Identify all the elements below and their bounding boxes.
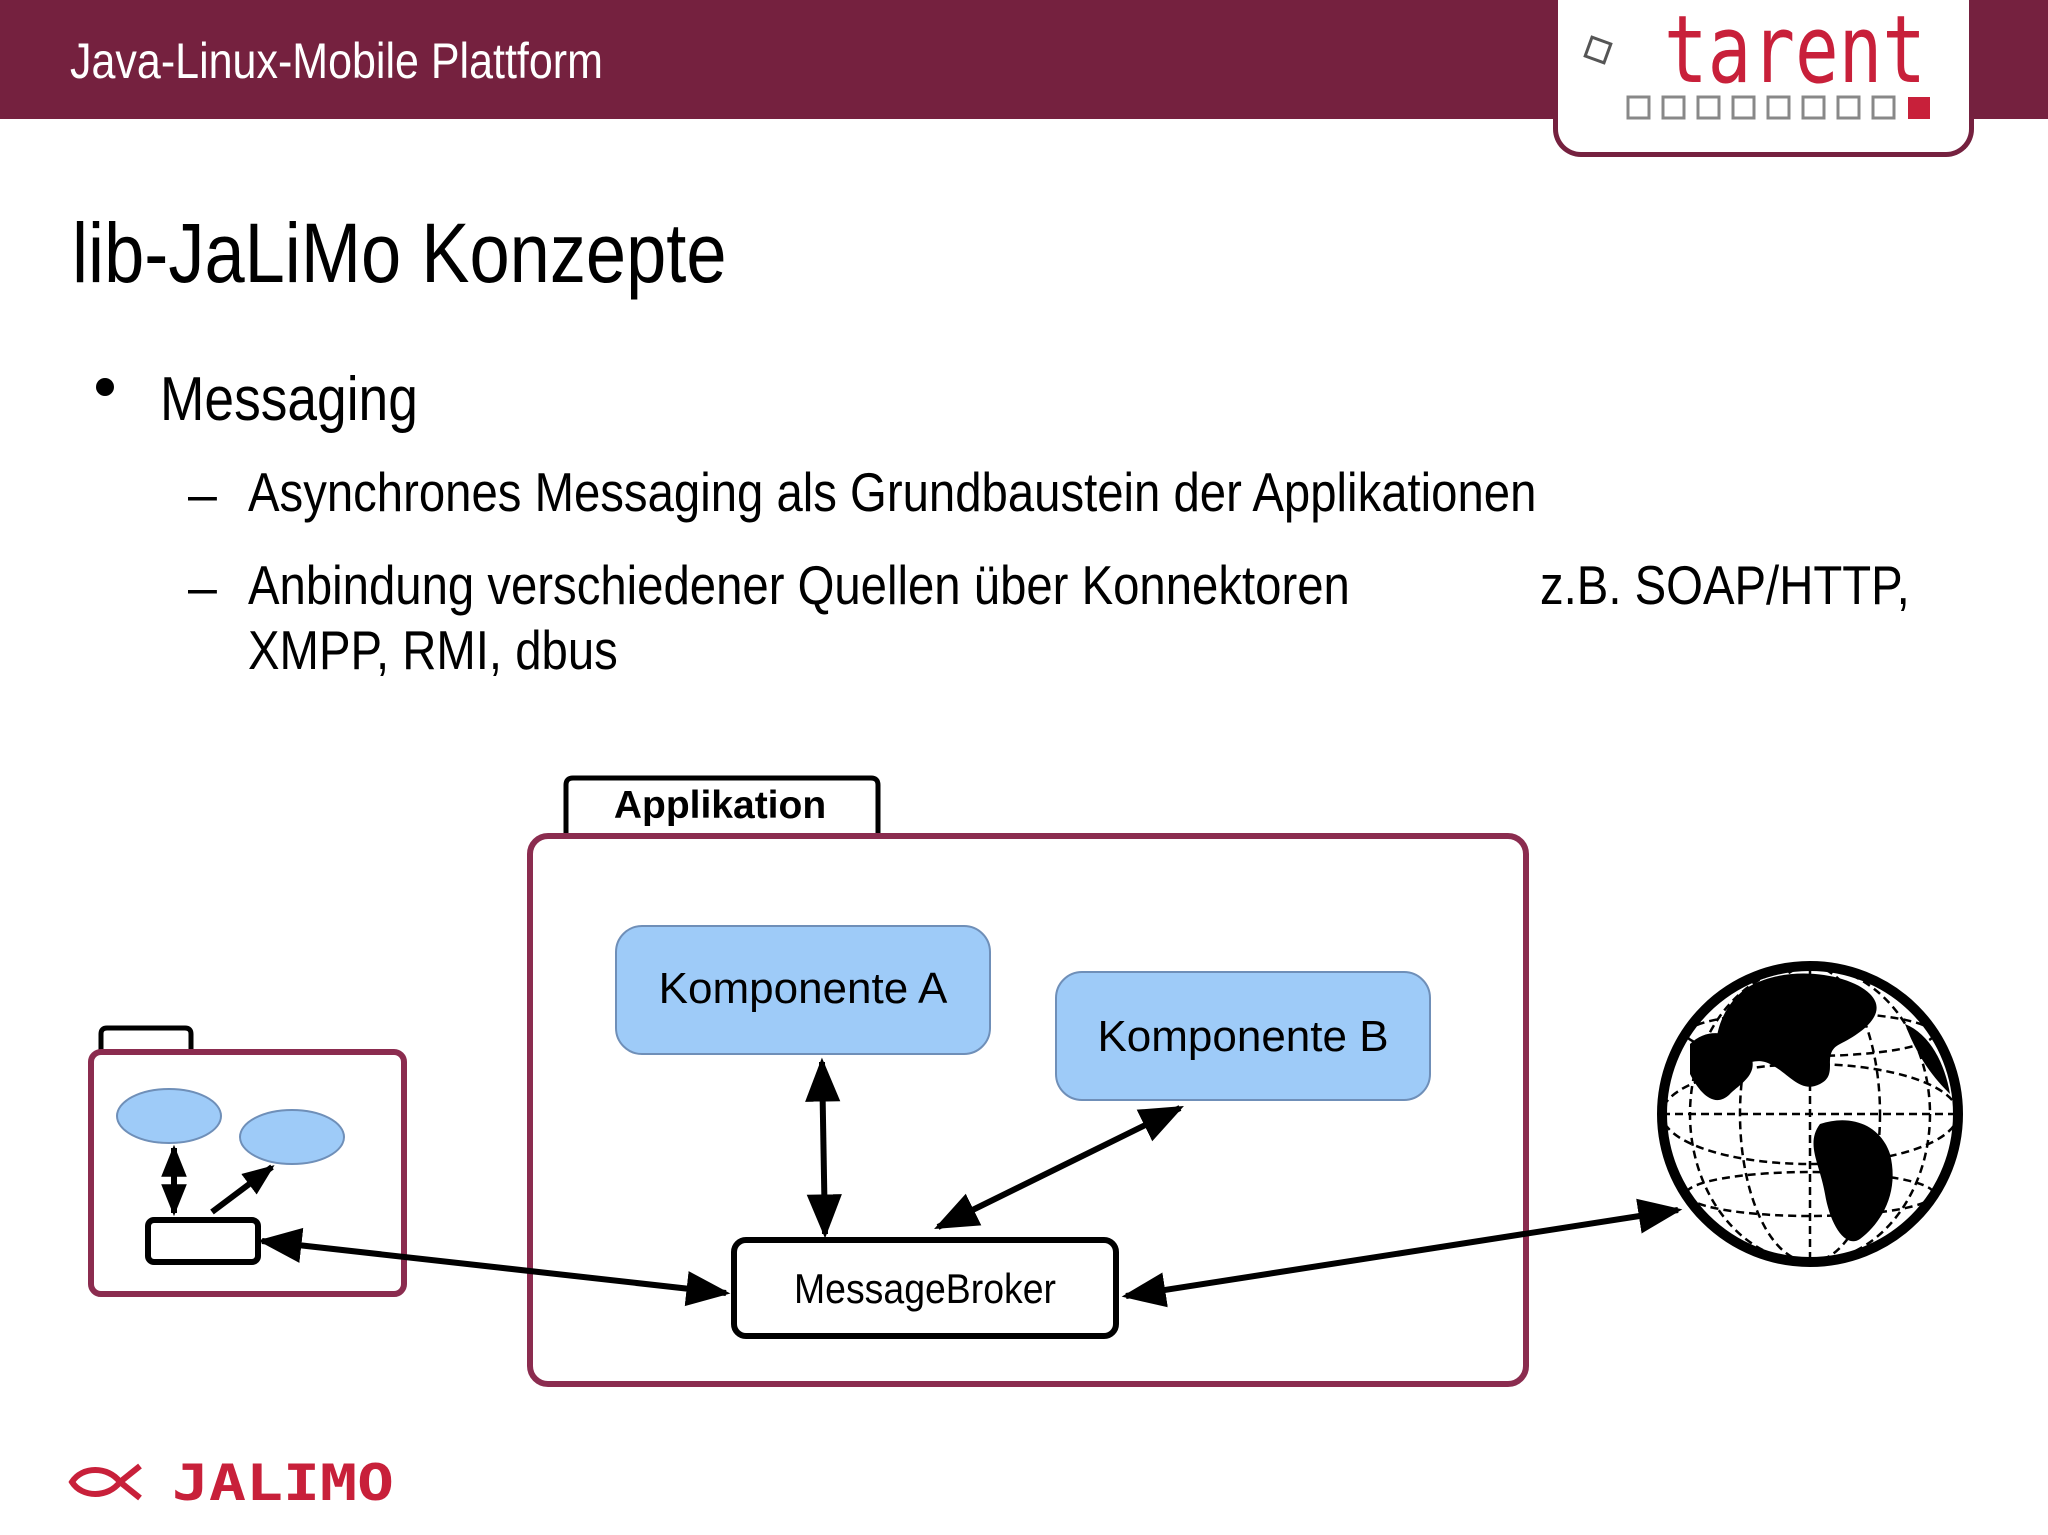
- dash-1: –: [188, 466, 217, 524]
- globe-icon: [1657, 961, 1963, 1267]
- app-tab: [563, 775, 881, 834]
- header-title: Java-Linux-Mobile Plattform: [70, 33, 603, 89]
- fish-icon: [68, 1463, 142, 1501]
- application-container: [527, 833, 1529, 1387]
- arrow-broker-component-a: [805, 1057, 842, 1239]
- arrow-small-app-broker: [257, 1227, 731, 1307]
- logo-squares: [1626, 95, 1896, 120]
- message-broker-label: MessageBroker: [794, 1265, 1056, 1312]
- message-broker: [731, 1237, 1119, 1339]
- tarent-logo-icon: tarent: [1583, 0, 1930, 120]
- brand-logo: tarent: [1553, 0, 1974, 157]
- small-broker: [145, 1217, 261, 1265]
- component-a-label: Komponente A: [659, 964, 948, 1013]
- jalimo-logo-text: JALIMO: [172, 1454, 394, 1512]
- component-a: [615, 925, 991, 1055]
- small-app-tab: [98, 1025, 194, 1052]
- arrow-broker-internet: [1121, 1198, 1683, 1308]
- small-component-1: [116, 1088, 222, 1144]
- component-b: [1055, 971, 1431, 1101]
- small-arrow-2: [210, 1164, 275, 1215]
- small-app-container: [88, 1049, 407, 1297]
- arrow-broker-component-b: [934, 1105, 1184, 1230]
- sub-item-2-cont: XMPP, RMI, dbus: [248, 619, 618, 681]
- small-component-2: [239, 1109, 345, 1165]
- slide-title: lib-JaLiMo Konzepte: [72, 206, 727, 300]
- tilted-square-icon: [1583, 35, 1613, 65]
- sub-item-1: Asynchrones Messaging als Grundbaustein …: [248, 461, 1537, 523]
- jalimo-logo: JALIMO: [68, 1452, 408, 1517]
- bullet-messaging: Messaging: [160, 365, 418, 434]
- jalimo-logo-icon: JALIMO: [68, 1454, 394, 1512]
- sub-item-2-examples: z.B. SOAP/HTTP,: [1540, 554, 1910, 616]
- component-b-label: Komponente B: [1097, 1012, 1388, 1061]
- bullet-dot: [96, 378, 114, 396]
- sub-item-2: Anbindung verschiedener Quellen über Kon…: [248, 554, 1350, 616]
- dash-2: –: [188, 559, 217, 617]
- app-tab-label: Applikation: [614, 784, 826, 827]
- brand-logo-text: tarent: [1664, 0, 1926, 105]
